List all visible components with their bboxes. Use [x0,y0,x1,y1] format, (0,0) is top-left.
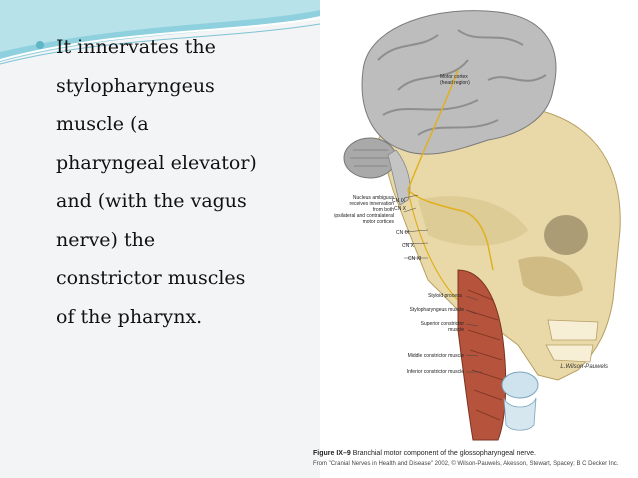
stylopharyngeus-label: Stylopharyngeus muscle [409,307,464,313]
bullet-text: It innervates the stylopharyngeus muscle… [56,36,257,328]
motor-cortex-label: Motor cortex (head region) [440,74,470,86]
inferior-constrictor-label: Inferior constrictor muscle [406,369,464,375]
cn-x-upper-label: CN X [394,206,406,212]
cn-x-label: CN X [402,243,414,249]
middle-constrictor-label: Middle constrictor muscle [407,353,464,359]
text-panel: It innervates the stylopharyngeus muscle… [0,0,320,478]
header-wave-decoration [0,0,320,65]
cn-ix-upper-label: CN IX [392,198,406,204]
superior-constrictor-label: Superior constrictor muscle [420,321,464,333]
nucleus-ambiguus-label: Nucleus ambiguus receives innervation fr… [334,195,394,225]
caption-source: From "Cranial Nerves in Health and Disea… [313,461,619,467]
styloid-process-label: Styloid process [428,293,462,299]
artist-signature: L.Wilson-Pauwels [560,364,608,370]
figure-caption: Figure IX–9 Branchial motor component of… [313,449,635,469]
anatomy-illustration [343,10,621,441]
cn-ix-label: CN IX [396,230,410,236]
caption-figure-number: Figure IX–9 [313,450,351,457]
bullet-dot-icon [36,41,44,49]
caption-text: Branchial motor component of the glossop… [352,450,536,457]
cn-xi-label: CN XI [408,256,422,262]
